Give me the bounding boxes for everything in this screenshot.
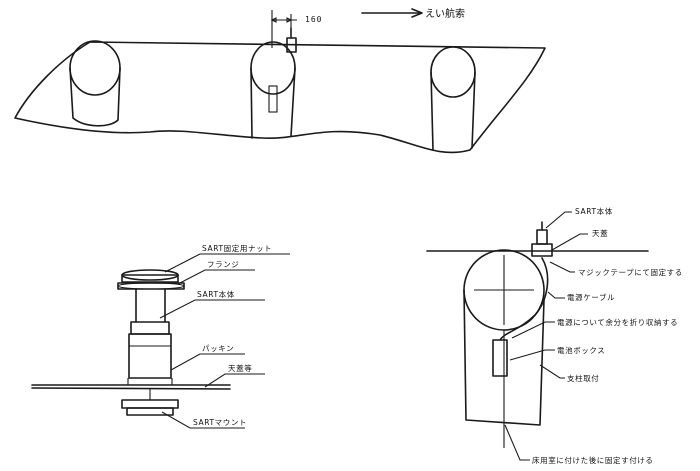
dimension-label: 160 bbox=[305, 15, 322, 24]
fixing-nut bbox=[121, 269, 179, 283]
top-hull-view: 160 えい航索 bbox=[14, 7, 546, 154]
hull-outline bbox=[14, 41, 546, 154]
direction-arrow bbox=[361, 8, 423, 18]
label-fold-cable: 電源について余分を折り収納する bbox=[557, 317, 678, 327]
sart-mount bbox=[121, 389, 179, 416]
label-power-cable: 電源ケーブル bbox=[567, 292, 615, 302]
top-sart-unit bbox=[270, 10, 297, 53]
label-battery-box: 電池ボックス bbox=[557, 345, 605, 355]
right-mount-detail: SART本体 天蓋 マジックテープにて固定する 電源ケーブル 電源について余分を… bbox=[426, 206, 683, 465]
label-support-post: 支柱取付 bbox=[567, 373, 599, 383]
right-float-outline bbox=[463, 249, 545, 448]
right-float bbox=[430, 46, 476, 151]
label-fix-cable: マジックテープにて固定する bbox=[578, 267, 683, 277]
label-deck: 天蓋等 bbox=[228, 363, 252, 373]
label-packing: パッキン bbox=[202, 344, 234, 353]
power-cable bbox=[499, 257, 549, 341]
label-sart-body: SART本体 bbox=[197, 289, 235, 299]
label-fixing-nut: SART固定用ナット bbox=[202, 243, 272, 253]
left-float bbox=[69, 40, 121, 127]
battery-box bbox=[492, 339, 508, 377]
deck-plate bbox=[31, 378, 231, 390]
label-right-deck: 天蓋 bbox=[592, 228, 608, 238]
label-flange: フランジ bbox=[207, 260, 239, 269]
label-install-note: 床用室に付けた後に固定す付ける bbox=[532, 455, 654, 465]
right-leaders bbox=[504, 211, 588, 461]
flange bbox=[117, 282, 185, 290]
direction-label: えい航索 bbox=[425, 7, 465, 20]
left-leaders bbox=[159, 253, 290, 429]
sart-body-column bbox=[128, 288, 172, 379]
label-right-sart-body: SART本体 bbox=[575, 206, 613, 216]
label-mount: SARTマウント bbox=[193, 418, 247, 427]
left-mount-detail: SART固定用ナット フランジ SART本体 パッキン 天蓋等 SARTマウント bbox=[31, 243, 290, 429]
center-float bbox=[250, 41, 296, 139]
